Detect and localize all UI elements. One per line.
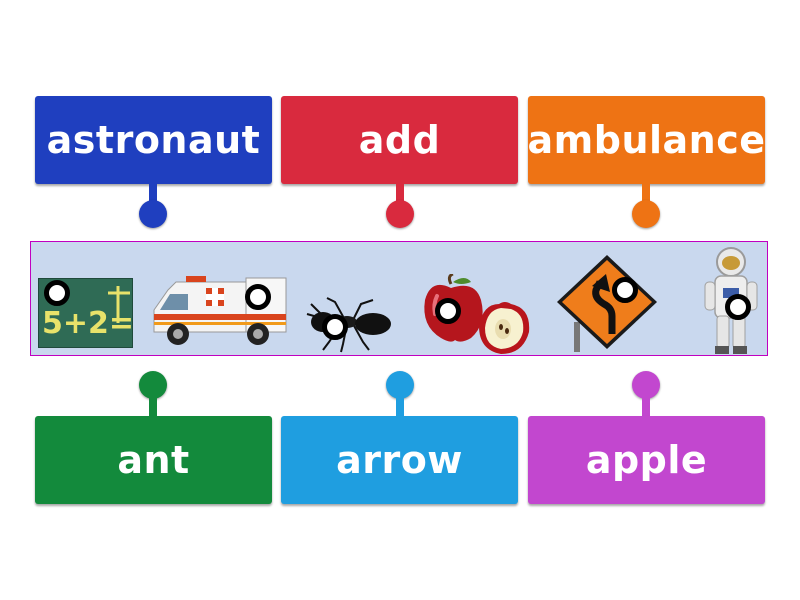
- label-text: astronaut: [46, 118, 261, 162]
- label-card-ant[interactable]: ant: [35, 416, 272, 504]
- drop-target-1[interactable]: [44, 280, 70, 306]
- label-text: apple: [585, 438, 708, 482]
- label-card-add[interactable]: add: [281, 96, 518, 184]
- label-card-ambulance[interactable]: ambulance: [528, 96, 765, 184]
- connector-stem: [642, 184, 650, 204]
- ambulance-icon: [153, 276, 287, 345]
- drop-target-4[interactable]: [435, 298, 461, 324]
- picture-winding-road-sign[interactable]: [554, 252, 660, 352]
- connector-stem: [396, 396, 404, 416]
- connector-handle-arrow[interactable]: [386, 371, 414, 399]
- label-card-apple[interactable]: apple: [528, 416, 765, 504]
- picture-ant[interactable]: [301, 292, 396, 354]
- connector-handle-ambulance[interactable]: [632, 200, 660, 228]
- picture-ambulance[interactable]: [146, 270, 291, 352]
- connector-stem: [149, 184, 157, 204]
- connector-handle-apple[interactable]: [632, 371, 660, 399]
- ant-icon: [306, 297, 391, 353]
- connector-stem: [149, 396, 157, 416]
- connector-handle-ant[interactable]: [139, 371, 167, 399]
- label-card-astronaut[interactable]: astronaut: [35, 96, 272, 184]
- label-text: ant: [117, 438, 190, 482]
- drop-target-5[interactable]: [612, 277, 638, 303]
- label-text: ambulance: [527, 118, 766, 162]
- picture-strip: 5+2=: [30, 241, 768, 356]
- label-text: add: [358, 118, 441, 162]
- connector-handle-add[interactable]: [386, 200, 414, 228]
- winding-arrow-sign-icon: [557, 255, 657, 352]
- drop-target-6[interactable]: [725, 294, 751, 320]
- drop-target-3[interactable]: [322, 314, 348, 340]
- connector-stem: [396, 184, 404, 204]
- label-text: arrow: [336, 438, 463, 482]
- connector-stem: [642, 396, 650, 416]
- connector-handle-astronaut[interactable]: [139, 200, 167, 228]
- drop-target-2[interactable]: [245, 284, 271, 310]
- label-card-arrow[interactable]: arrow: [281, 416, 518, 504]
